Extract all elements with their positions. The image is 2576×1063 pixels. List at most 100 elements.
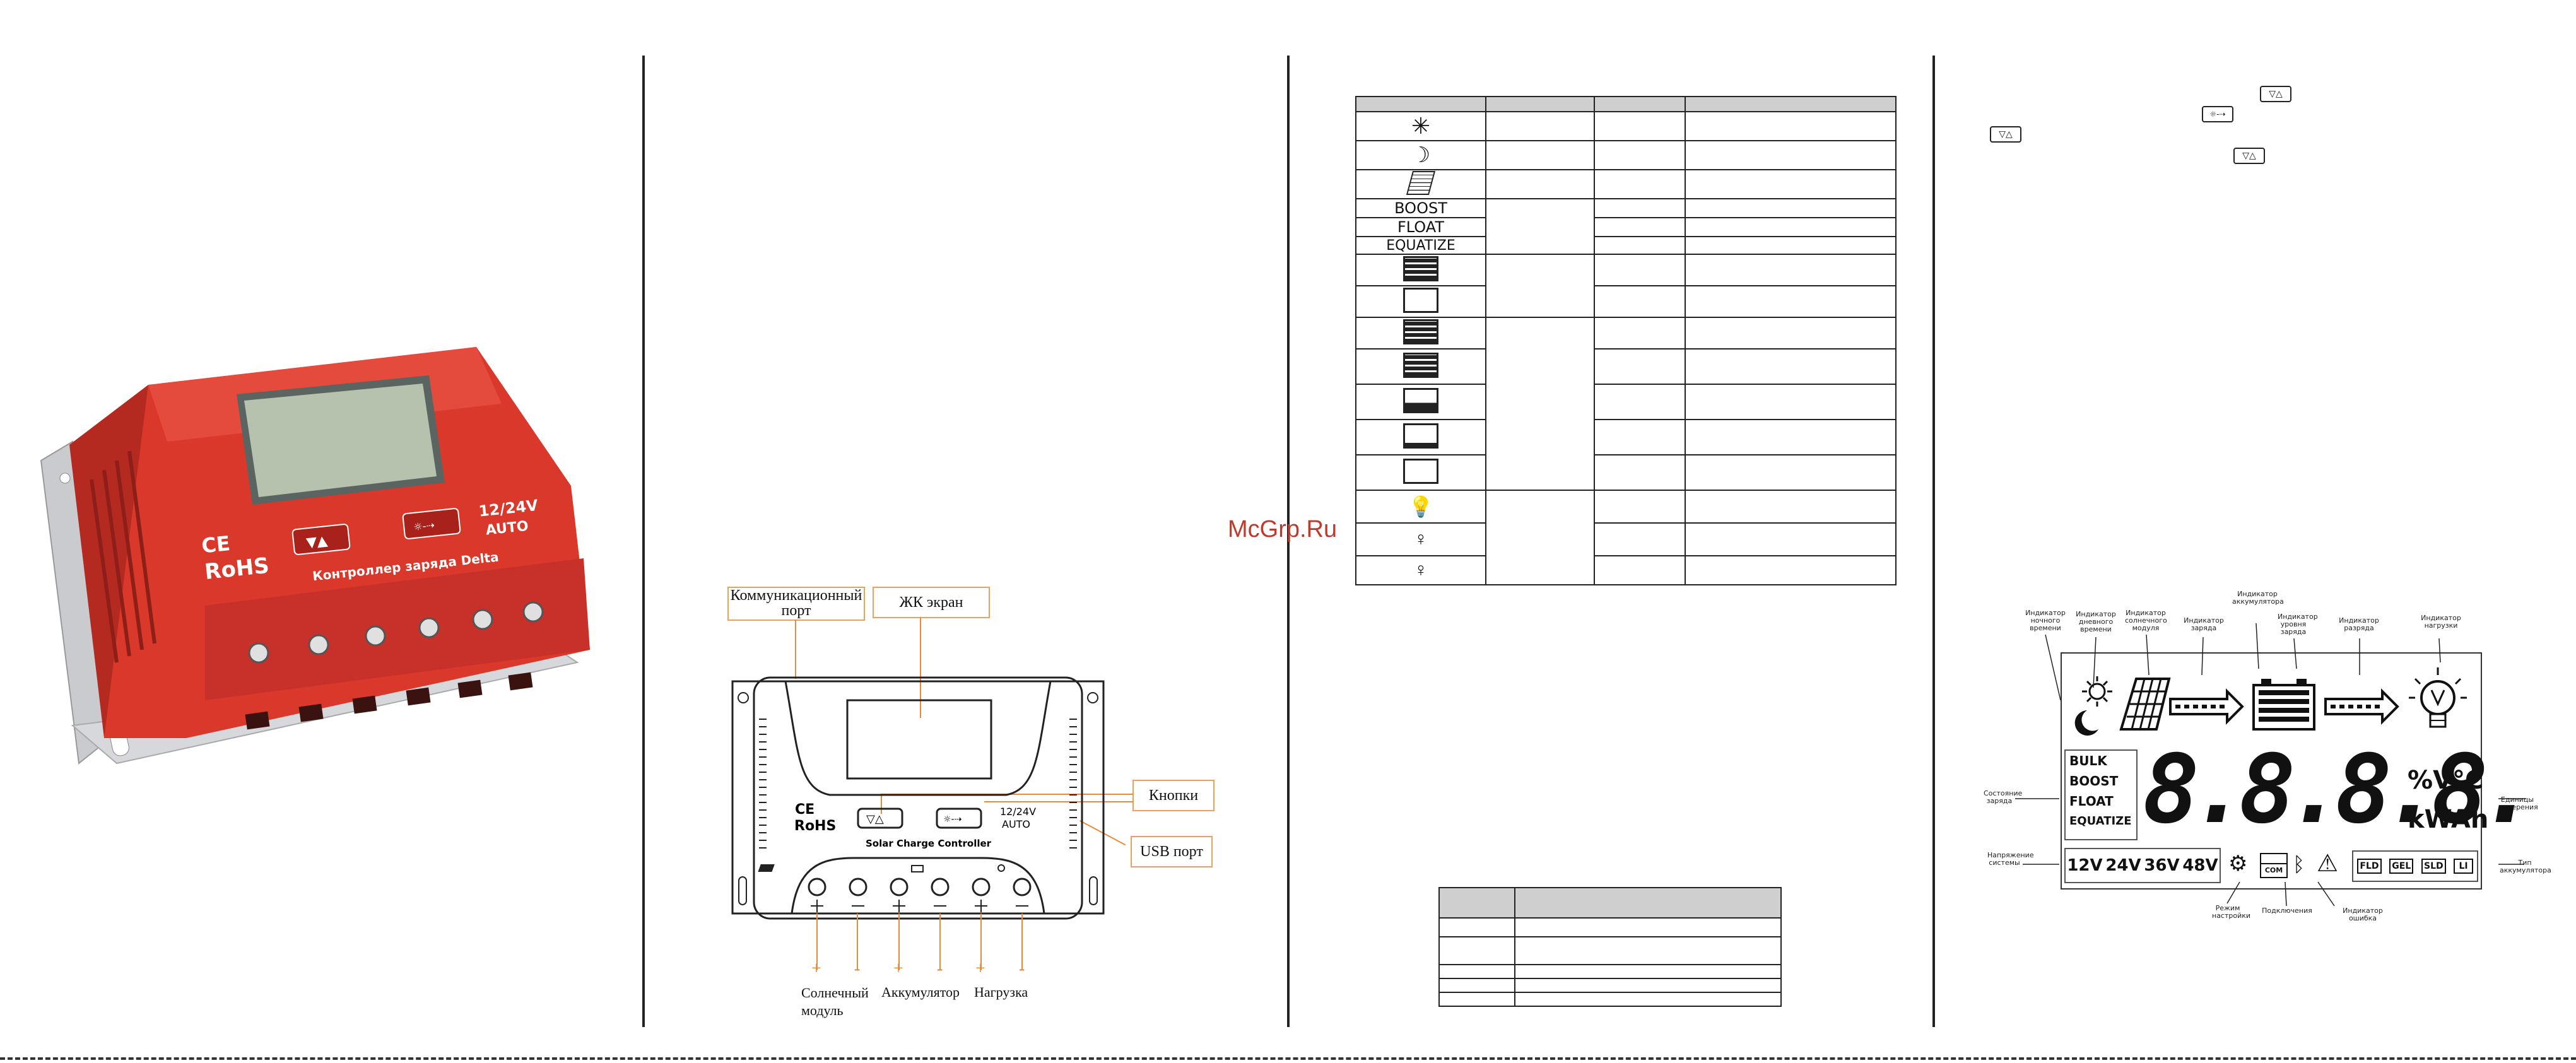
sun-icon: ✳ bbox=[1411, 114, 1431, 139]
battery-full-icon bbox=[1403, 255, 1438, 281]
diagram-rohs-label: RoHS bbox=[794, 818, 836, 834]
diagram-device-title: Solar Charge Controller bbox=[866, 838, 992, 849]
unit-bottom: kWAh bbox=[2408, 805, 2489, 834]
discharge-indicator-label: Индикатор разряда bbox=[2339, 616, 2379, 632]
svg-text:▼▲: ▼▲ bbox=[305, 533, 328, 551]
icon-table-header-1 bbox=[1355, 96, 1486, 112]
buttons-leader-2 bbox=[881, 794, 882, 814]
charge-indicator-label: Индикатор заряда bbox=[2184, 616, 2224, 632]
usb-port-text: USB порт bbox=[1140, 843, 1203, 860]
watermark: McGrp.Ru bbox=[1228, 516, 1338, 543]
lcd-digits: 8.8.8.8. bbox=[2143, 735, 2536, 845]
wire-1 bbox=[816, 913, 818, 970]
battery-indicator-label: Индикатор аккумулятора bbox=[2232, 590, 2284, 606]
com-icon: COM bbox=[2260, 853, 2288, 878]
lcd-panel: BULK BOOST FLOAT EQUATIZE 8.8.8.8. %V°C … bbox=[2061, 652, 2536, 890]
system-voltage-label: Напряжение системы bbox=[1987, 851, 2034, 867]
voltage-24v: 24V bbox=[2105, 856, 2141, 875]
charge-states: BULK BOOST FLOAT EQUATIZE bbox=[2064, 749, 2138, 840]
comm-port-label: Коммуникационный порт bbox=[727, 587, 865, 621]
battery-type-li: LI bbox=[2454, 859, 2473, 874]
updown-button-icon: ▽△ bbox=[2233, 148, 2265, 164]
setup-mode-label: Режим настройки bbox=[2212, 904, 2251, 920]
small-table-header-2 bbox=[1514, 887, 1782, 919]
voltage-12v: 12V bbox=[2067, 856, 2103, 875]
wire-4-minus: - bbox=[937, 959, 943, 978]
icon-table-header-4 bbox=[1685, 96, 1897, 112]
diagram-rating-label: 12/24V bbox=[1000, 806, 1036, 818]
wire-6-minus: - bbox=[1019, 959, 1025, 978]
wire-6 bbox=[1021, 913, 1023, 970]
battery-half-icon bbox=[1403, 387, 1438, 413]
battery-label: Аккумулятор bbox=[881, 984, 960, 1000]
wire-3 bbox=[898, 913, 900, 970]
voltage-row: 12V 24V 36V 48V bbox=[2064, 848, 2221, 883]
small-table bbox=[1438, 887, 1782, 1007]
lcd-screen-leader bbox=[920, 617, 921, 718]
solar-indicator-label: Индикатор солнечного модуля bbox=[2125, 609, 2167, 632]
wire-5-plus: + bbox=[975, 959, 985, 978]
battery-type-fld: FLD bbox=[2357, 859, 2382, 874]
wire-5 bbox=[980, 913, 982, 970]
battery-full-icon bbox=[1403, 319, 1438, 344]
voltage-48v: 48V bbox=[2182, 856, 2218, 875]
lcd-top-icons bbox=[2074, 667, 2467, 736]
diagram-mode-label: AUTO bbox=[1002, 818, 1030, 830]
page-fold-line bbox=[0, 1057, 2576, 1060]
photo-ce-label: CE bbox=[200, 531, 231, 558]
wire-2-minus: - bbox=[854, 959, 861, 978]
controller-diagram: ▽△ ☼-⇢ CE RoHS 12/24V AUTO Solar Charge … bbox=[729, 675, 1107, 921]
units-label: Единицы измерения bbox=[2498, 796, 2538, 811]
wire-4 bbox=[939, 913, 941, 970]
charge-level-indicator-label: Индикатор уровня заряда bbox=[2278, 613, 2318, 636]
wire-3-plus: + bbox=[893, 959, 903, 978]
lcd-screen-label: ЖК экран bbox=[873, 587, 990, 618]
battery-type-label: Тип аккумулятора bbox=[2500, 859, 2551, 874]
state-bulk: BULK bbox=[2069, 753, 2107, 768]
icon-table: ✳ ☽ BOOST FLOAT EQUATIZE 💡 ♀ ♀ bbox=[1355, 96, 1897, 585]
usb-port-label: USB порт bbox=[1131, 836, 1213, 867]
solar-module-label: Солнечный модуль bbox=[801, 985, 869, 1018]
connection-label: Подключения bbox=[2262, 907, 2312, 915]
battery-type-row: FLD GEL SLD LI bbox=[2352, 850, 2478, 882]
comm-port-leader bbox=[795, 620, 796, 679]
svg-text:☼-⇢: ☼-⇢ bbox=[413, 519, 435, 533]
battery-full-icon bbox=[1403, 352, 1438, 378]
gear-icon: ⚙ bbox=[2228, 852, 2248, 876]
column-divider-2 bbox=[1287, 56, 1290, 1027]
load-indicator-label: Индикатор нагрузки bbox=[2421, 614, 2461, 630]
battery-type-sld: SLD bbox=[2421, 859, 2446, 874]
icon-table-header-3 bbox=[1594, 96, 1686, 112]
boost-text: BOOST bbox=[1355, 198, 1486, 218]
svg-text:▽△: ▽△ bbox=[866, 813, 884, 826]
night-indicator-label: Индикатор ночного времени bbox=[2025, 609, 2066, 632]
bulb-icon: ♀ bbox=[1413, 560, 1428, 580]
battery-empty-icon bbox=[1403, 287, 1438, 313]
buttons-label: Кнопки bbox=[1132, 780, 1214, 811]
column-divider-1 bbox=[642, 56, 645, 1027]
wire-2 bbox=[857, 913, 858, 970]
bulb-icon: ♀ bbox=[1413, 529, 1428, 549]
warning-icon: ⚠ bbox=[2317, 849, 2339, 877]
com-text: COM bbox=[2264, 866, 2283, 874]
error-indicator-label: Индикатор ошибка bbox=[2343, 907, 2383, 922]
charge-state-label: Состояние заряда bbox=[1984, 789, 2023, 805]
solar-panel-icon bbox=[1406, 170, 1436, 195]
diagram-ce-label: CE bbox=[795, 802, 815, 818]
comm-port-text: Коммуникационный порт bbox=[730, 587, 862, 619]
buttons-leader-3 bbox=[984, 801, 1133, 802]
wire-1-plus: + bbox=[811, 959, 821, 978]
small-table-header-1 bbox=[1438, 887, 1515, 919]
equatize-text: EQUATIZE bbox=[1355, 236, 1486, 255]
icon-table-header-2 bbox=[1485, 96, 1595, 112]
buttons-text: Кнопки bbox=[1148, 787, 1199, 804]
light-button-icon: ☼-⇢ bbox=[2202, 106, 2233, 122]
bulb-on-icon: 💡 bbox=[1408, 495, 1433, 518]
day-indicator-label: Индикатор дневного времени bbox=[2076, 610, 2116, 633]
updown-button-icon: ▽△ bbox=[1990, 126, 2021, 143]
bluetooth-icon: ᛒ bbox=[2293, 852, 2305, 876]
column-divider-3 bbox=[1932, 56, 1935, 1027]
moon-icon: ☽ bbox=[1411, 144, 1431, 167]
state-boost: BOOST bbox=[2069, 773, 2119, 789]
svg-text:☼-⇢: ☼-⇢ bbox=[943, 814, 962, 825]
